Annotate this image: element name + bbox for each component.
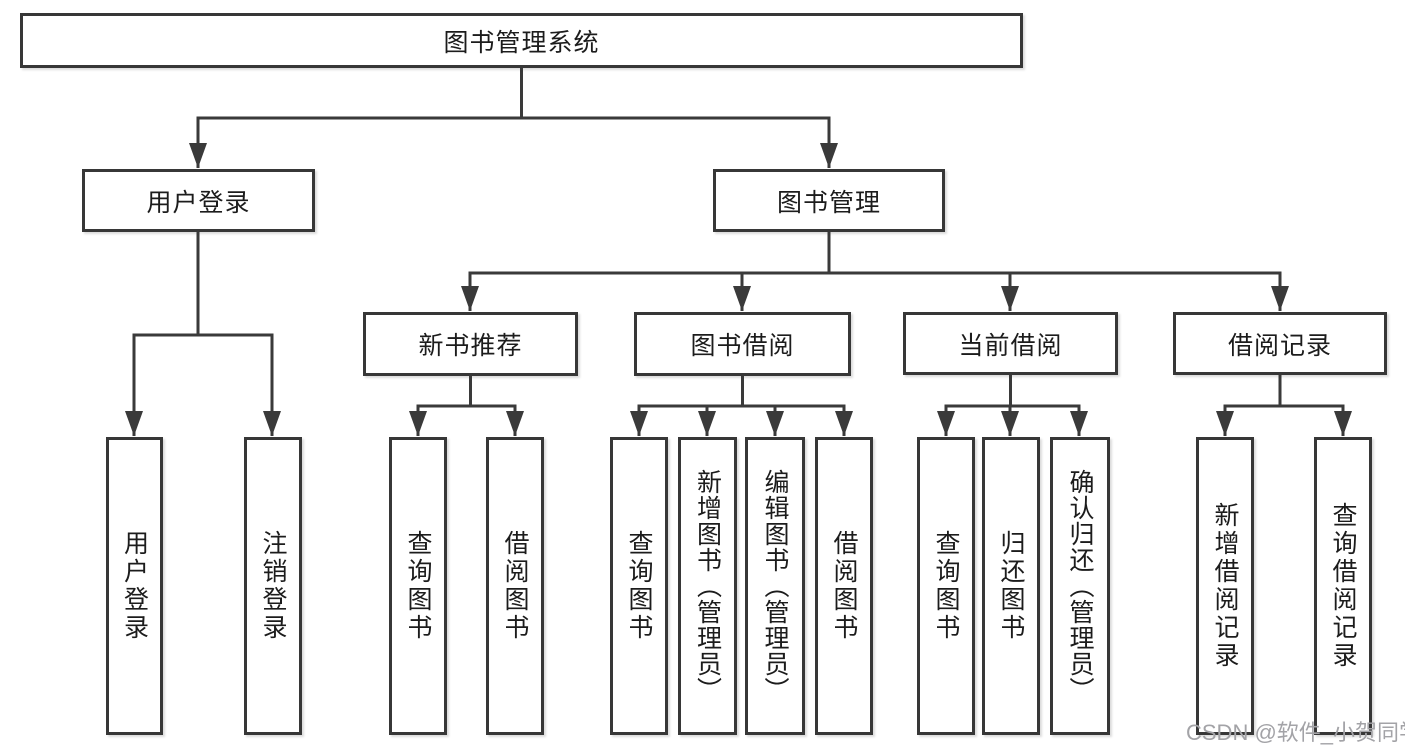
- leaf-logout-login: 注销登录: [244, 437, 302, 735]
- node-library-system-label: 图书管理系统: [443, 28, 600, 57]
- leaf-records-add-record: 新增借阅记录: [1196, 437, 1254, 735]
- leaf-current-query-books: 查询图书: [917, 437, 975, 735]
- node-borrowing-records-label: 借阅记录: [1227, 331, 1332, 360]
- node-new-book-recommend: 新书推荐: [363, 312, 578, 376]
- node-book-management: 图书管理: [713, 169, 945, 232]
- node-library-system: 图书管理系统: [20, 13, 1023, 68]
- leaf-borrowing-add-books-admin: 新增图书（管理员）: [678, 437, 737, 735]
- leaf-current-confirm-return-admin: 确认归还（管理员）: [1050, 437, 1110, 735]
- edge-skeleton: [132, 66, 1345, 408]
- leaf-user-login-label: 用户登录: [120, 530, 149, 642]
- leaf-borrowing-borrow-books: 借阅图书: [815, 437, 873, 735]
- leaf-borrowing-query-books-label: 查询图书: [625, 530, 653, 642]
- leaf-borrowing-edit-books-admin: 编辑图书（管理员）: [745, 437, 805, 735]
- node-current-borrowing-label: 当前借阅: [958, 331, 1063, 360]
- node-current-borrowing: 当前借阅: [903, 312, 1118, 375]
- leaf-records-query-record: 查询借阅记录: [1314, 437, 1372, 735]
- leaf-recommend-query-books-label: 查询图书: [404, 530, 432, 642]
- leaf-current-return-books-label: 归还图书: [997, 530, 1025, 642]
- leaf-logout-login-label: 注销登录: [259, 530, 287, 642]
- csdn-watermark: CSDN @软件_小贺同学: [1186, 720, 1405, 745]
- leaf-recommend-query-books: 查询图书: [389, 437, 447, 735]
- node-book-borrowing: 图书借阅: [634, 312, 851, 376]
- leaf-borrowing-query-books: 查询图书: [610, 437, 668, 735]
- node-user-login-label: 用户登录: [146, 188, 251, 217]
- leaf-current-return-books: 归还图书: [982, 437, 1040, 735]
- leaf-borrowing-edit-books-admin-label: 编辑图书（管理员）: [761, 469, 789, 703]
- node-user-login: 用户登录: [82, 169, 315, 232]
- leaf-current-query-books-label: 查询图书: [932, 530, 960, 642]
- node-book-management-label: 图书管理: [776, 188, 881, 217]
- leaf-records-query-record-label: 查询借阅记录: [1329, 502, 1357, 670]
- node-new-book-recommend-label: 新书推荐: [418, 332, 523, 360]
- leaf-borrowing-add-books-admin-label: 新增图书（管理员）: [693, 469, 722, 703]
- leaf-recommend-borrow-books-label: 借阅图书: [501, 530, 529, 642]
- leaf-borrowing-borrow-books-label: 借阅图书: [830, 530, 858, 642]
- node-borrowing-records: 借阅记录: [1173, 312, 1387, 375]
- leaf-records-add-record-label: 新增借阅记录: [1211, 502, 1239, 670]
- leaf-current-confirm-return-admin-label: 确认归还（管理员）: [1066, 469, 1094, 703]
- leaf-recommend-borrow-books: 借阅图书: [486, 437, 544, 735]
- leaf-user-login: 用户登录: [106, 437, 163, 735]
- node-book-borrowing-label: 图书借阅: [690, 332, 795, 360]
